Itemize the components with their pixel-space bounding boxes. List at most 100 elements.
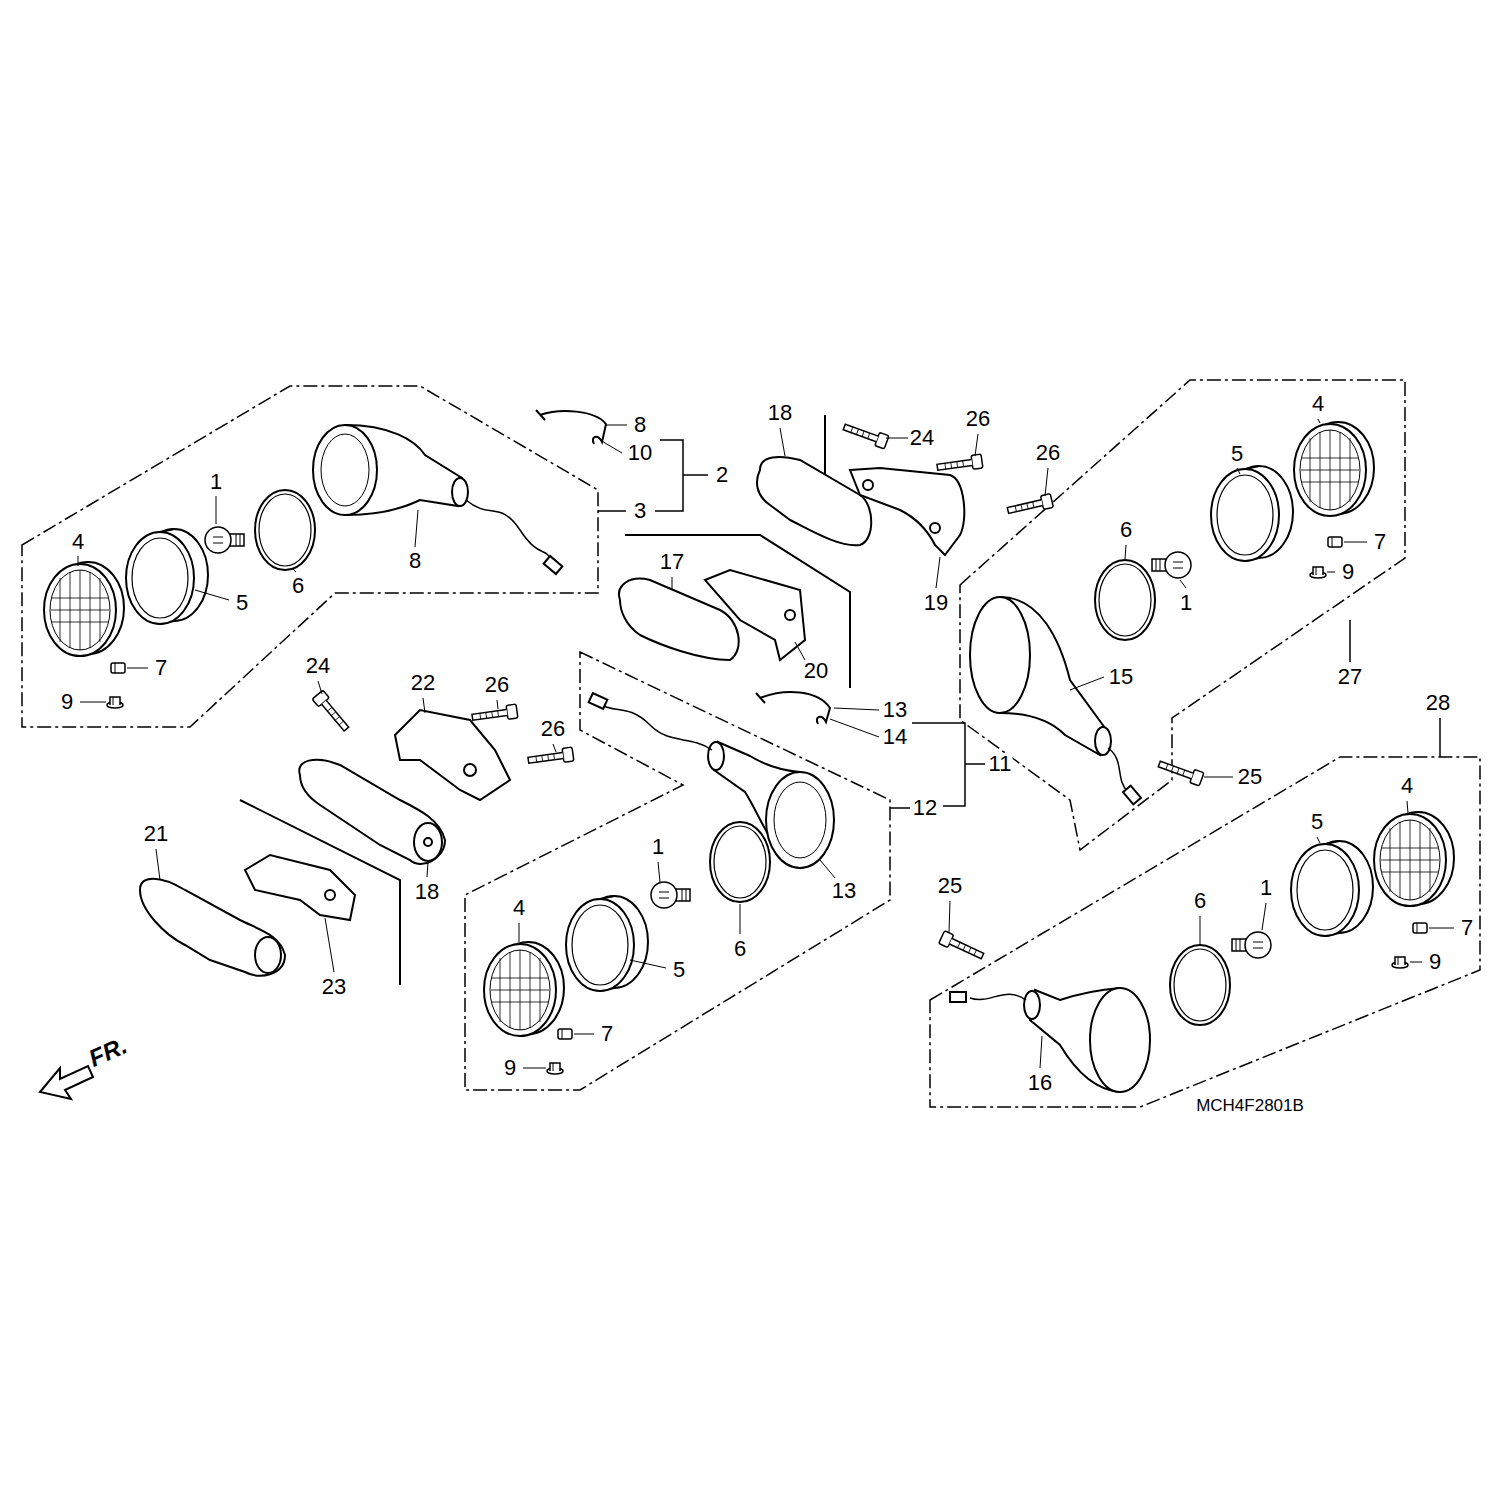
mounting-bracket [850,468,964,555]
callout-number: 12 [912,797,938,819]
nut [1328,537,1342,547]
callout-number: 26 [484,674,510,696]
lens-rim [126,529,208,624]
turn-signal-housing [1024,991,1040,1019]
callout-number: 26 [965,408,991,430]
callout-number: 18 [767,402,793,424]
section-line [240,415,850,985]
leader-line [600,425,627,453]
turn-signal-housing [589,693,834,868]
callout-number: 9 [1428,951,1442,973]
callout-number: 7 [600,1023,614,1045]
callout-number: 5 [672,959,686,981]
callout-number: 7 [154,657,168,679]
lens-rim [1291,841,1373,936]
lens-rim [566,896,648,991]
lens [484,942,564,1036]
clip [756,693,765,703]
callout-number: 22 [410,672,436,694]
callout-number: 9 [60,691,74,713]
mounting-bracket [395,710,510,800]
front-marker: FR. [85,1033,132,1071]
callout-number: 4 [1311,393,1325,415]
turn-signal-housing [313,425,562,574]
callout-number: 24 [305,655,331,677]
callout-number: 8 [633,414,647,436]
callout-number: 24 [909,427,935,449]
turn-signal-housing [604,706,712,750]
mounting-bracket [705,570,805,660]
callout-number: 1 [1259,877,1273,899]
mounting-bracket [414,823,442,861]
bulb [1152,552,1191,578]
mounting-bracket [140,879,285,976]
clip [536,410,545,420]
nut [1413,923,1427,933]
bolt [1006,494,1053,518]
turn-signal-housing [452,478,468,506]
callout-number: 1 [651,836,665,858]
callout-number: 1 [209,471,223,493]
leader-line [156,681,556,972]
lens [1294,422,1374,516]
nut [111,663,125,673]
bracket-line [598,510,626,512]
group-outline [22,380,1480,1107]
callout-number: 16 [1027,1072,1053,1094]
mounting-bracket [325,890,335,900]
callout-number: 20 [803,660,829,682]
callout-number: 6 [291,575,305,597]
mounting-bracket [464,764,476,776]
lens [1374,812,1454,906]
bolt [939,931,986,963]
gasket [710,822,770,902]
screw [1310,567,1326,578]
turn-signal-housing [774,782,826,858]
callout-number: 7 [1373,531,1387,553]
mounting-bracket [255,937,281,973]
bolt [527,747,574,767]
nut [558,1029,572,1039]
leader-line [519,860,835,1068]
mounting-bracket [299,760,445,864]
mounting-bracket [619,457,964,660]
bolt [471,704,518,724]
callout-number: 9 [503,1057,517,1079]
callout-number: 17 [659,551,685,573]
turn-signal-housing [1090,988,1150,1092]
callout-number: 6 [1193,890,1207,912]
front-arrow [40,1066,93,1099]
callout-number: 2 [715,464,729,486]
bulb [205,527,244,553]
clip [540,411,606,444]
turn-signal-housing [1108,748,1128,792]
turn-signal-housing [313,425,377,515]
mounting-bracket [424,838,432,846]
callout-number: 9 [1341,561,1355,583]
lens-rim [1211,466,1293,561]
gasket [1170,945,1230,1025]
screw [1392,957,1408,968]
callout-number: 25 [937,875,963,897]
gasket [255,490,315,570]
callout-number: 4 [1400,775,1414,797]
callout-number: 26 [1035,442,1061,464]
clip [756,692,830,724]
bolt [1157,757,1204,786]
callout-number: 13 [882,699,908,721]
front-arrow [40,1066,93,1099]
turn-signal-housing [766,772,834,868]
screw [547,1063,563,1074]
turn-signal-housing [544,556,563,574]
bracket-line [1349,620,1351,662]
clip [760,692,830,724]
diagram-code: MCH4F2801B [1195,1097,1305,1114]
bracket-line [1439,718,1441,757]
callout-number: 27 [1337,666,1363,688]
turn-signal-housing [1123,786,1141,805]
bolt [842,420,889,449]
bolt [312,690,352,733]
group-outline [960,380,1405,850]
turn-signal-housing [970,994,1026,1000]
